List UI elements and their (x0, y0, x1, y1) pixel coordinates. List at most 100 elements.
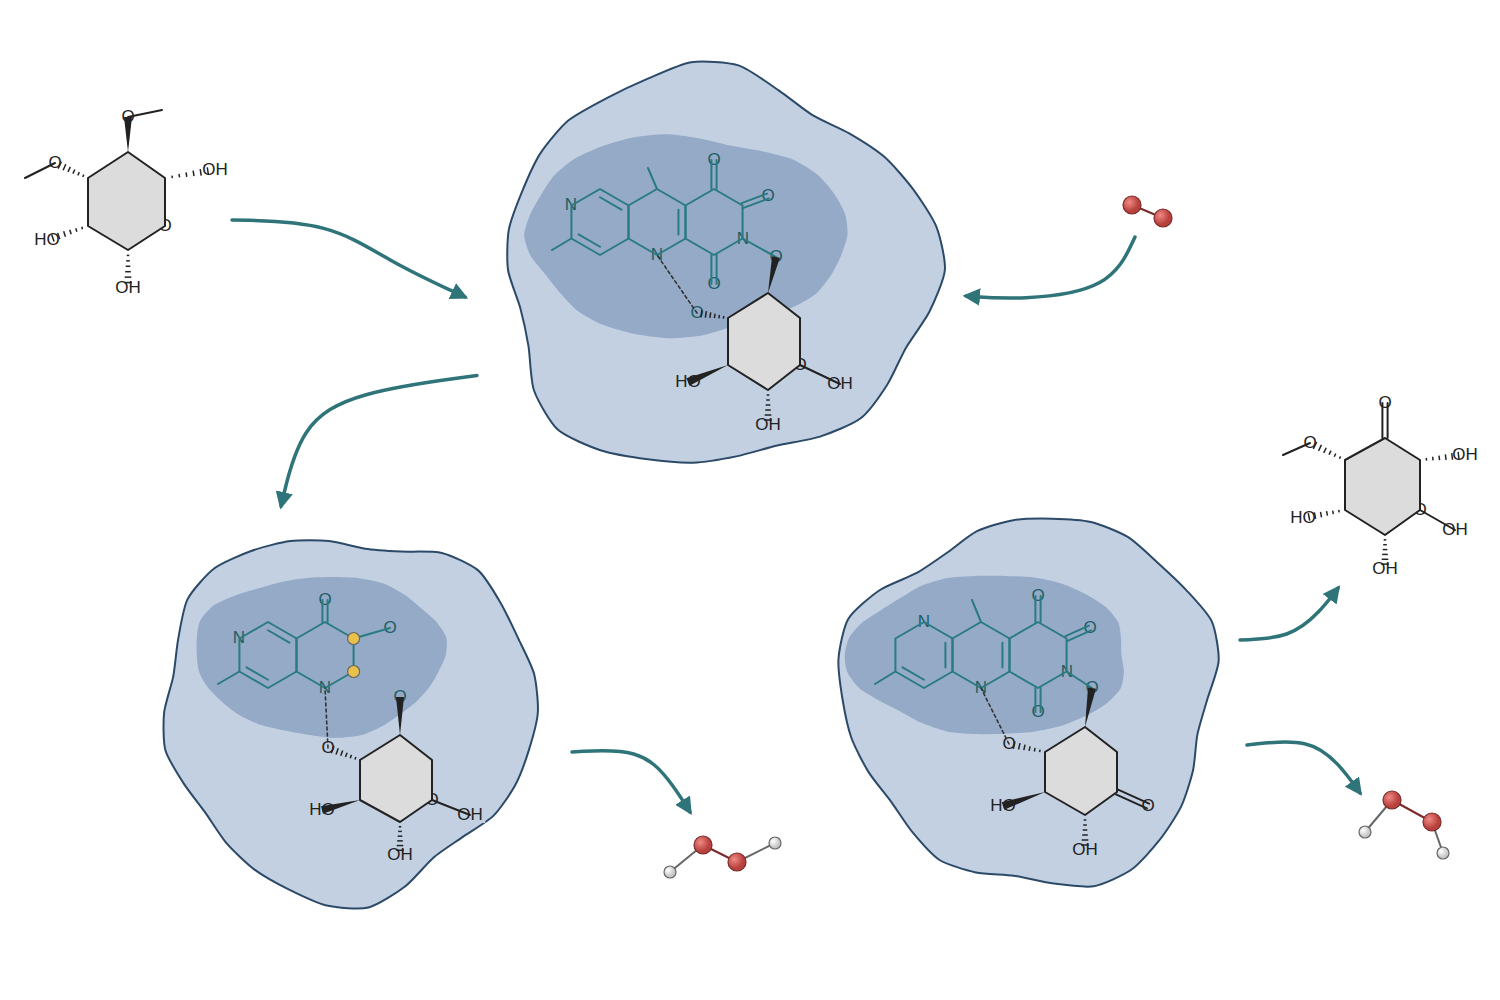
ring (296, 622, 353, 688)
enzyme-body (507, 62, 945, 463)
atom-label: OH (1370, 560, 1400, 577)
ring (952, 622, 1009, 688)
bond (321, 600, 323, 622)
bond (742, 194, 767, 204)
hashed-bond (64, 231, 66, 236)
atom-ball (1437, 847, 1449, 859)
hashed-bond (767, 394, 770, 396)
hashed-bond (58, 233, 60, 239)
hashed-bond (1083, 824, 1087, 826)
hashed-bond (1332, 511, 1334, 515)
bond (1034, 596, 1036, 622)
hashed-bond (1082, 834, 1088, 836)
atom-label: OH (1450, 446, 1480, 463)
bond (648, 168, 657, 189)
atom-ball (728, 853, 746, 871)
hashed-bond (171, 176, 173, 179)
atom-label: OH (1070, 841, 1100, 858)
enzyme-blob: NOONONOOOHOOHOH (475, 50, 955, 490)
hashed-bond (1024, 745, 1025, 750)
bond (1068, 630, 1091, 641)
hashed-bond (63, 164, 66, 170)
atom-label-holder: O (1029, 587, 1046, 605)
hashed-bond (58, 162, 61, 169)
hydrogen-bond (325, 688, 328, 748)
hashed-bond (125, 271, 131, 273)
hashed-bond (1338, 510, 1340, 513)
hashed-bond (766, 404, 771, 406)
atom-label: O (1376, 394, 1393, 411)
bond (677, 210, 679, 235)
hashed-bond (397, 840, 403, 842)
hashed-bond (701, 310, 702, 318)
atom-ball (694, 836, 712, 854)
atom-label-holder: OH (753, 416, 783, 434)
hashed-bond (70, 230, 71, 234)
hashed-bond (341, 751, 343, 756)
ring (88, 152, 165, 250)
enzyme-blob: NOONONOOHOOOH (825, 495, 1240, 905)
flow-arrow (572, 751, 690, 812)
bond (1001, 643, 1003, 668)
flow-arrow (966, 237, 1135, 298)
hashed-bond (207, 167, 208, 175)
bond (710, 255, 712, 284)
hashed-bond (1432, 457, 1434, 461)
hashed-bond (1426, 458, 1428, 461)
atom-ball (348, 666, 360, 678)
hashed-bond (765, 414, 772, 416)
hashed-bond (1451, 453, 1453, 460)
atom-label-holder: OH (1370, 560, 1400, 578)
hashed-bond (1324, 448, 1326, 453)
hashed-bond (192, 171, 194, 177)
hydrogen-bond (657, 255, 697, 313)
atom-ball (348, 633, 360, 645)
ring (1345, 438, 1420, 535)
atom-label: O (705, 151, 722, 168)
enzyme-outline (140, 510, 555, 915)
hashed-bond (336, 748, 338, 754)
enzyme-body (164, 540, 538, 908)
active-site-pocket (845, 576, 1124, 734)
atom-label-holder: O (316, 591, 333, 609)
enzyme-body (838, 519, 1218, 887)
ring (239, 622, 296, 688)
hashed-bond (1313, 442, 1316, 449)
hashed-bond (1013, 741, 1015, 748)
hashed-bond (1081, 844, 1089, 846)
bond (716, 255, 718, 284)
hashed-bond (81, 227, 83, 229)
ring (1009, 622, 1066, 688)
flow-arrow (1247, 742, 1360, 793)
hashed-bond (718, 315, 720, 319)
molecules (25, 110, 1459, 878)
hashed-bond (723, 316, 725, 319)
hashed-bond (126, 260, 130, 262)
atom-label: OH (753, 416, 783, 433)
hashed-bond (78, 172, 79, 175)
hashed-bond (345, 753, 347, 757)
atom-label-holder: O (705, 151, 722, 169)
bond (743, 239, 776, 258)
hashed-bond (125, 276, 132, 278)
bond (903, 667, 924, 679)
hashed-bond (350, 755, 351, 758)
active-site-pocket (197, 577, 447, 738)
hashed-bond (1028, 746, 1030, 750)
ring (895, 622, 952, 688)
enzyme-blob: NOONOOHOOOHOH (140, 510, 555, 915)
bond (268, 630, 289, 642)
enzyme-outline (825, 495, 1240, 905)
atom-label-holder: O (1029, 703, 1046, 721)
ring (628, 189, 685, 255)
bond (1387, 403, 1389, 438)
hashed-bond (709, 312, 711, 318)
bond (716, 160, 718, 189)
bond (327, 600, 329, 622)
hashed-bond (1308, 513, 1309, 520)
bond (1067, 672, 1092, 689)
hashed-bond (1314, 512, 1315, 518)
hashed-bond (1382, 554, 1388, 556)
bond (1066, 626, 1089, 637)
